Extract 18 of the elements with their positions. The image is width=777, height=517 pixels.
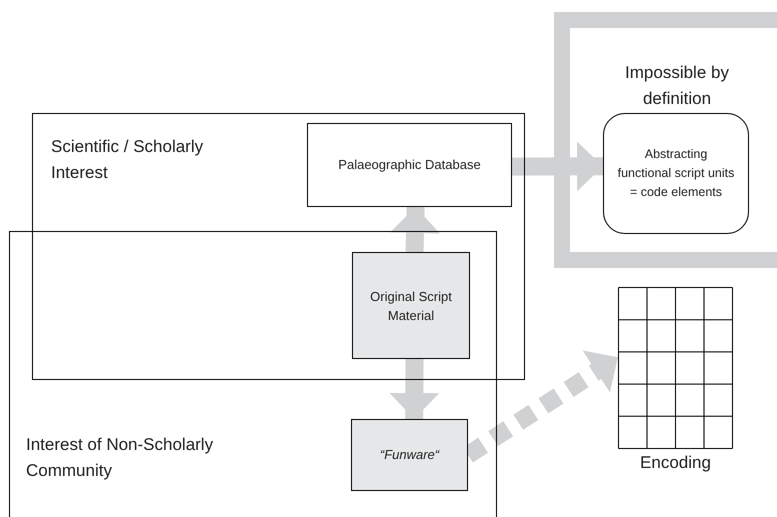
box-label: Palaeographic Database <box>338 156 481 174</box>
arrow <box>390 206 440 252</box>
frame-box <box>554 12 777 268</box>
process-box <box>307 123 512 207</box>
box-label: “Funware“ <box>380 446 440 464</box>
rounded-box <box>603 113 749 234</box>
process-box <box>352 252 470 359</box>
table-caption: Encoding <box>639 452 712 474</box>
arrow <box>389 358 440 420</box>
arrow <box>512 141 604 192</box>
process-box <box>351 419 468 491</box>
box-label: Original Script Material <box>369 288 453 324</box>
region-box <box>32 113 525 380</box>
region-box <box>9 231 497 517</box>
frame-title: Impossible by definition <box>624 62 730 110</box>
box-label: Abstracting functional script units = code elements <box>617 146 735 201</box>
region-title: Scientific / Scholarly Interest <box>51 136 204 184</box>
region-title: Interest of Non-Scholarly Community <box>26 434 214 482</box>
